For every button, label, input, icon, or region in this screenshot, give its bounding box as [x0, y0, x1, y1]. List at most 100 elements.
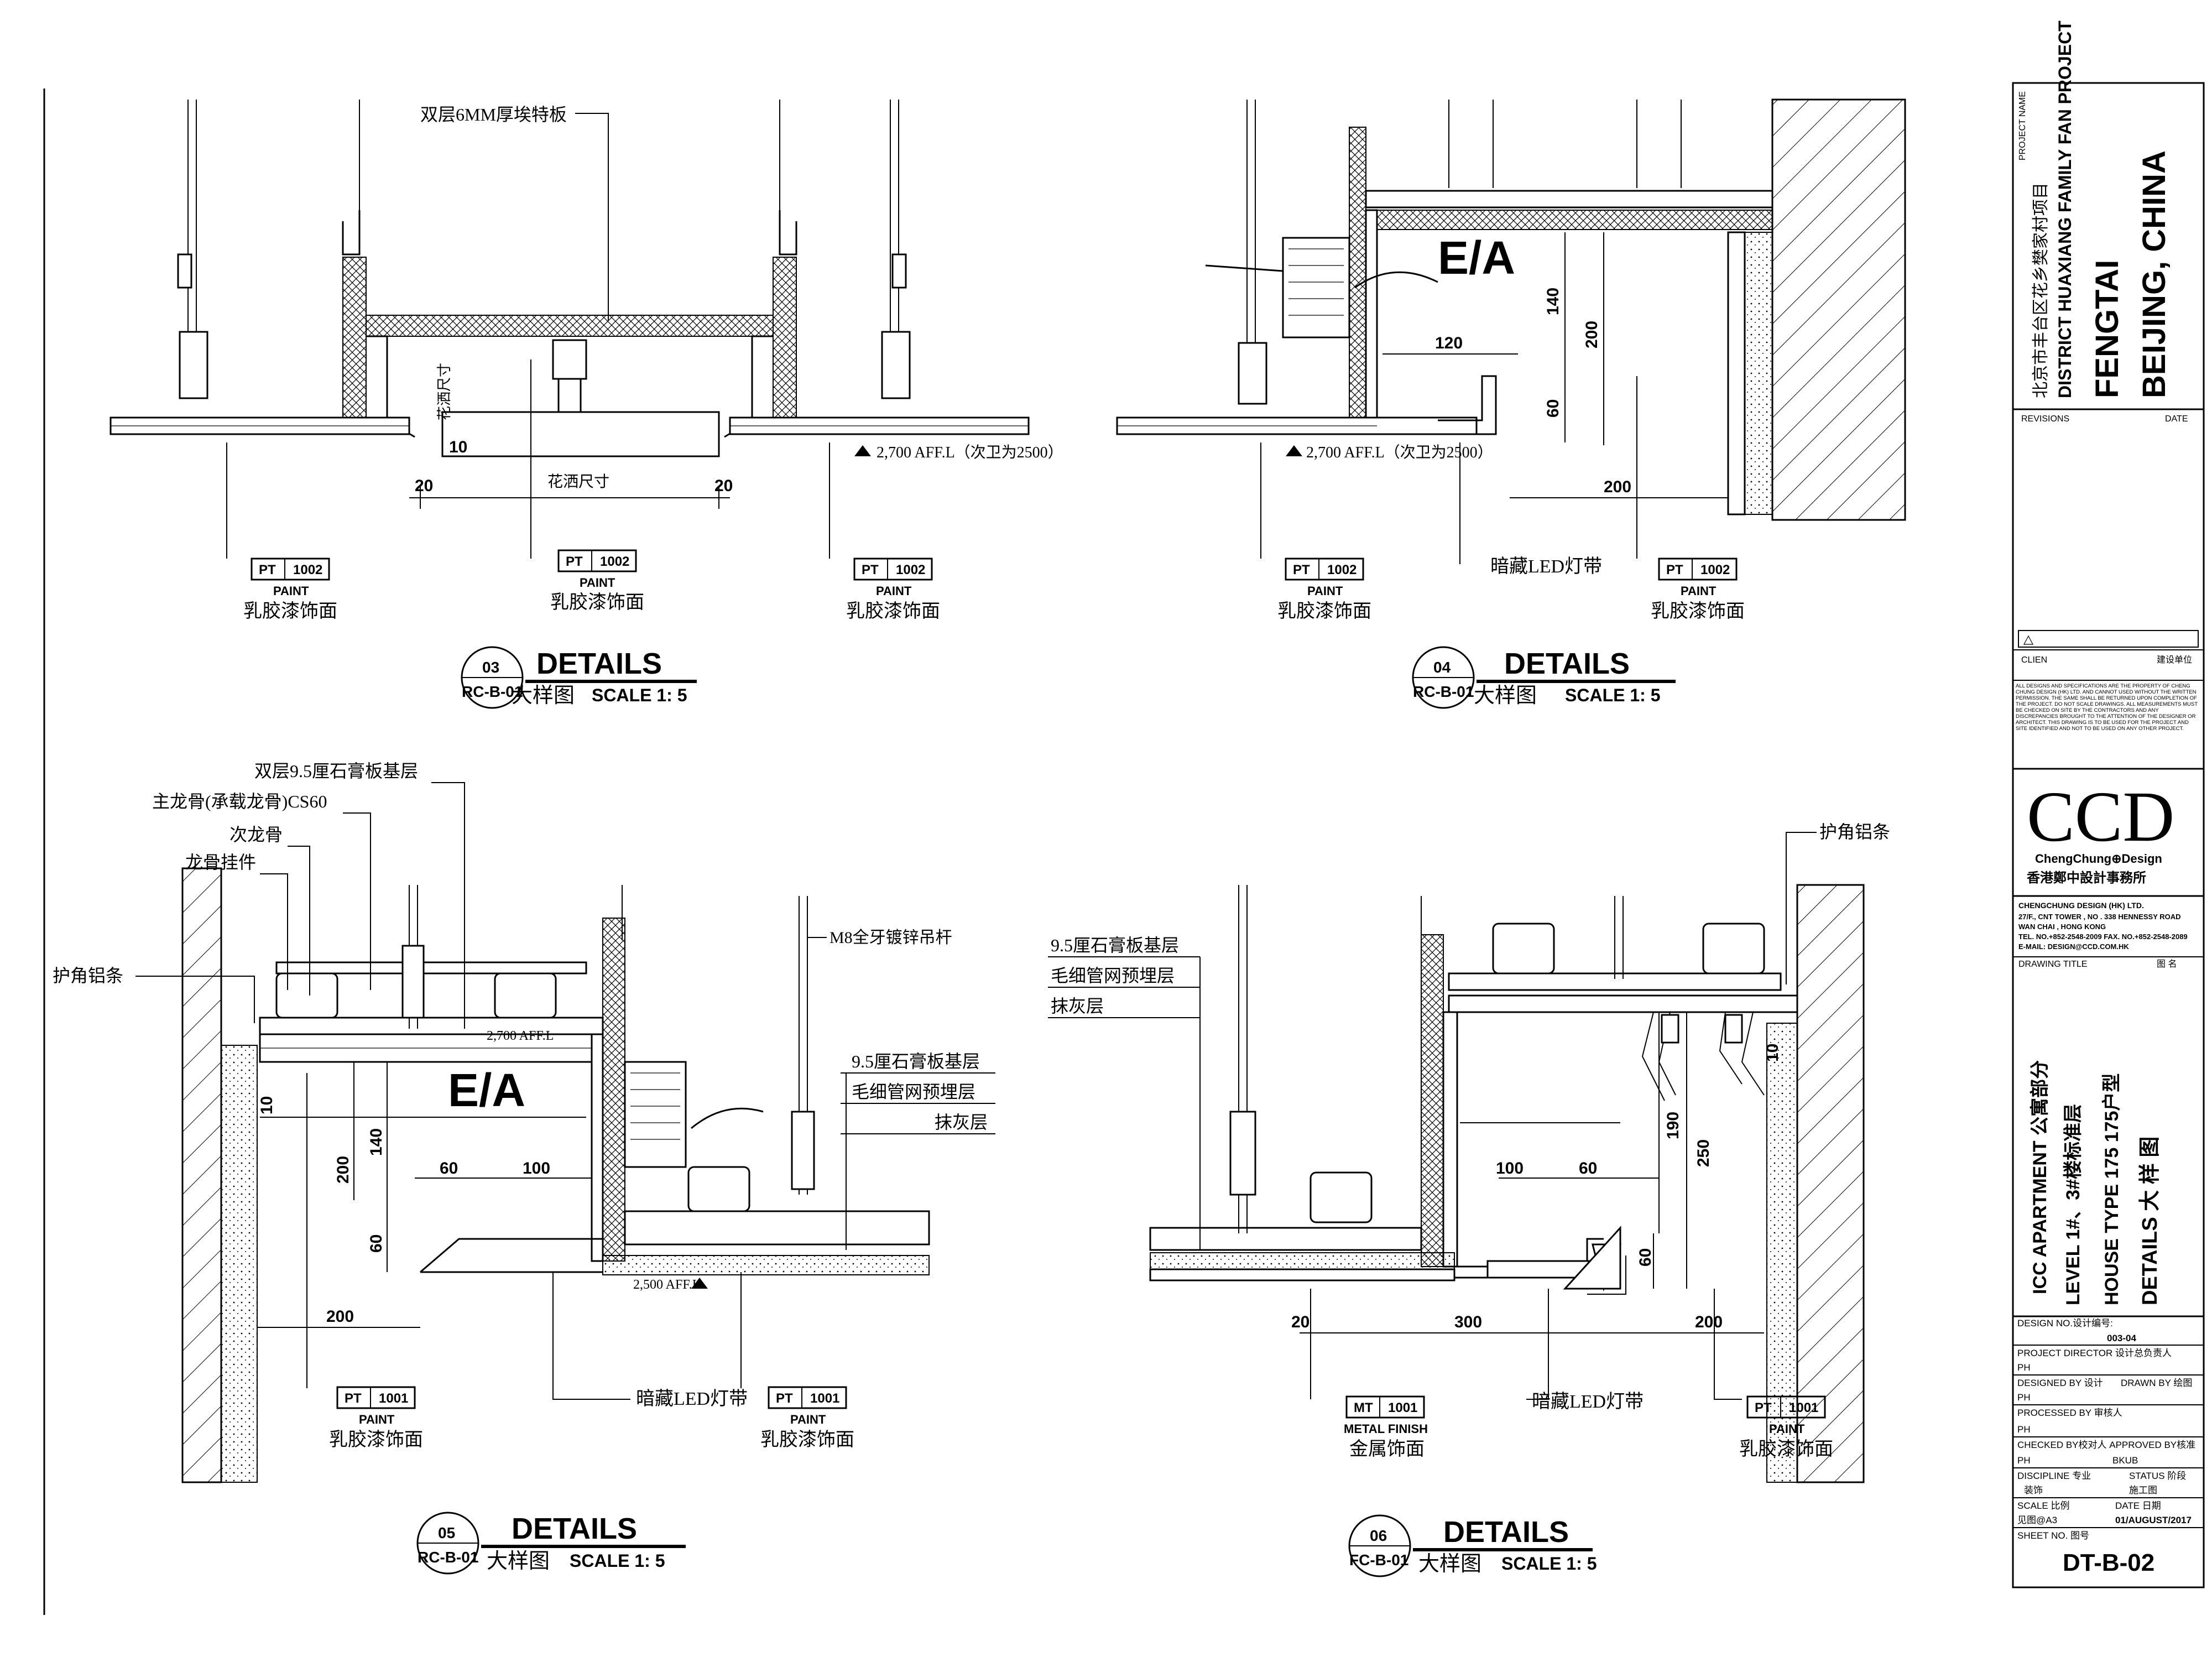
- svg-text:1001: 1001: [379, 1391, 408, 1406]
- d04-dim-60: 60: [1544, 399, 1562, 418]
- svg-text:乳胶漆饰面: 乳胶漆饰面: [846, 601, 940, 622]
- svg-text:SCALE 1: 5: SCALE 1: 5: [1565, 685, 1660, 705]
- d05-note-gypsum: 9.5厘石膏板基层: [852, 1051, 980, 1071]
- d06-led-label: 暗藏LED灯带: [1532, 1391, 1644, 1412]
- d06-dim-300: 300: [1454, 1313, 1482, 1331]
- svg-text:PT: PT: [259, 562, 276, 577]
- tb-sheet-no: SHEET NO. 图号: [2017, 1530, 2089, 1541]
- svg-text:乳胶漆饰面: 乳胶漆饰面: [1277, 601, 1371, 622]
- svg-text:05: 05: [438, 1524, 455, 1541]
- svg-text:SCALE 1: 5: SCALE 1: 5: [592, 685, 687, 705]
- d06-tag-right: PT 1001 PAINT 乳胶漆饰面: [1739, 1395, 1833, 1460]
- svg-text:大样图: 大样图: [1474, 684, 1537, 707]
- d06-title: 06 FC-B-01 DETAILS 大样图 SCALE 1: 5: [1348, 1514, 1597, 1577]
- svg-text:大样图: 大样图: [1418, 1552, 1481, 1576]
- tb-drawing-title-label: DRAWING TITLE: [2018, 960, 2087, 969]
- tb-approved-val: BKUB: [2112, 1455, 2138, 1466]
- tb-scale: SCALE 比例: [2017, 1501, 2069, 1511]
- d06-tag-left: MT 1001 METAL FINISH 金属饰面: [1344, 1395, 1428, 1460]
- detail-05: E/A 200 140 60 60 100 200 10 2,500 AFF.L…: [53, 761, 995, 1575]
- tb-discipline-val: 装饰: [2024, 1485, 2043, 1496]
- d03-aff-label: 2,700 AFF.L（次卫为2500）: [877, 444, 1063, 461]
- svg-text:RC-B-01: RC-B-01: [462, 683, 523, 700]
- svg-text:06: 06: [1370, 1527, 1387, 1544]
- svg-text:PAINT: PAINT: [273, 584, 309, 598]
- svg-text:PAINT: PAINT: [1681, 584, 1717, 598]
- d06-note-gypsum: 9.5厘石膏板基层: [1051, 935, 1179, 955]
- d05-note-corner: 护角铝条: [53, 966, 123, 986]
- d05-ea-label: E/A: [448, 1064, 525, 1116]
- tb-addr2: WAN CHAI , HONG KONG: [2018, 923, 2106, 931]
- svg-text:DETAILS: DETAILS: [512, 1512, 637, 1545]
- svg-text:RC-B-01: RC-B-01: [418, 1549, 478, 1566]
- svg-text:1002: 1002: [600, 554, 629, 569]
- svg-text:MT: MT: [1354, 1400, 1373, 1415]
- d04-aff-label: 2,700 AFF.L（次卫为2500）: [1306, 444, 1493, 461]
- d06-dim-190: 190: [1664, 1112, 1682, 1139]
- svg-text:RC-B-01: RC-B-01: [1413, 683, 1474, 700]
- tb-drawn-by: DRAWN BY 绘图: [2121, 1378, 2192, 1388]
- svg-text:PT: PT: [566, 554, 583, 569]
- svg-text:PT: PT: [776, 1391, 793, 1406]
- d06-dim-60-v: 60: [1636, 1248, 1655, 1267]
- d05-dim-200: 200: [334, 1156, 352, 1184]
- tb-logo-sub: ChengChung⊕Design: [2035, 852, 2162, 866]
- svg-text:FC-B-01: FC-B-01: [1349, 1551, 1408, 1569]
- tb-tel: TEL. NO.+852-2548-2009 FAX. NO.+852-2548…: [2018, 932, 2188, 941]
- svg-text:PAINT: PAINT: [1769, 1422, 1805, 1436]
- detail-06: 100 60 190 250 60 20 300 200 10 9.5厘石膏板基…: [1048, 822, 1890, 1577]
- d03-dim-20-right: 20: [714, 477, 733, 495]
- tb-title3: HOUSE TYPE 175 175户型: [2101, 1073, 2122, 1305]
- svg-text:乳胶漆饰面: 乳胶漆饰面: [1651, 601, 1745, 622]
- d05-note-rod: M8全牙镀锌吊杆: [830, 929, 952, 947]
- svg-text:PT: PT: [345, 1391, 362, 1406]
- d05-dim-60-h: 60: [440, 1159, 458, 1178]
- d05-note-sub: 次龙骨: [229, 825, 283, 845]
- svg-text:1001: 1001: [810, 1391, 839, 1406]
- tb-designed-val: PH: [2017, 1392, 2031, 1403]
- d05-note-main: 主龙骨(承载龙骨)CS60: [152, 791, 327, 811]
- d06-dim-60: 60: [1579, 1159, 1597, 1178]
- d03-shower-horiz-label: 花洒尺寸: [547, 473, 609, 491]
- d05-note-gypsum2: 双层9.5厘石膏板基层: [254, 761, 418, 781]
- tb-date-label: DATE: [2165, 414, 2188, 424]
- svg-text:1002: 1002: [896, 562, 925, 577]
- d05-tag-right: PT 1001 PAINT 乳胶漆饰面: [760, 1386, 854, 1450]
- d04-tag-right: PT 1002 PAINT 乳胶漆饰面: [1651, 558, 1745, 622]
- d05-note-mesh: 毛细管网预埋层: [852, 1082, 975, 1102]
- tb-addr1: 27/F., CNT TOWER , NO . 338 HENNESSY ROA…: [2018, 913, 2181, 921]
- tb-email: E-MAIL: DESIGN@CCD.COM.HK: [2018, 942, 2129, 951]
- d04-ea-label: E/A: [1438, 232, 1515, 284]
- d06-dim-100: 100: [1496, 1159, 1524, 1178]
- svg-text:乳胶漆饰面: 乳胶漆饰面: [329, 1429, 423, 1450]
- tb-scale-date: DATE 日期: [2115, 1501, 2161, 1511]
- d04-tag-left: PT 1002 PAINT 乳胶漆饰面: [1277, 558, 1371, 622]
- d06-dim-200: 200: [1695, 1313, 1723, 1331]
- d05-note-hanger: 龙骨挂件: [185, 852, 256, 872]
- d03-board-note: 双层6MM厚埃特板: [420, 105, 567, 124]
- d05-dim-140: 140: [367, 1128, 385, 1156]
- tb-location2: BEIJING, CHINA: [2136, 150, 2172, 398]
- tb-scale-val: 见图@A3: [2017, 1515, 2057, 1525]
- tb-design-no: 003-04: [2107, 1333, 2136, 1343]
- tb-title1: ICC APARTMENT 公寓部分: [2030, 1060, 2051, 1294]
- d05-dim-100-h: 100: [523, 1159, 550, 1178]
- d04-title: 04 RC-B-01 DETAILS 大样图 SCALE 1: 5: [1412, 646, 1676, 709]
- svg-text:1002: 1002: [1327, 562, 1357, 577]
- d06-dim-20: 20: [1291, 1313, 1310, 1331]
- svg-text:金属饰面: 金属饰面: [1349, 1439, 1425, 1460]
- d04-led-label: 暗藏LED灯带: [1490, 556, 1602, 577]
- svg-text:乳胶漆饰面: 乳胶漆饰面: [550, 592, 644, 613]
- d04-dim-200-h: 200: [1604, 478, 1631, 496]
- svg-text:1002: 1002: [1700, 562, 1730, 577]
- d03-tag-right: PT 1002 PAINT 乳胶漆饰面: [846, 558, 940, 622]
- svg-text:PAINT: PAINT: [876, 584, 912, 598]
- svg-text:03: 03: [482, 659, 499, 676]
- d06-note-corner: 护角铝条: [1819, 822, 1890, 842]
- svg-text:PT: PT: [862, 562, 879, 577]
- svg-text:SCALE 1: 5: SCALE 1: 5: [1501, 1554, 1597, 1574]
- svg-text:PT: PT: [1755, 1400, 1772, 1415]
- d03-shower-vert-label: 花洒尺寸: [436, 363, 452, 420]
- d04-wall: [1771, 98, 1906, 521]
